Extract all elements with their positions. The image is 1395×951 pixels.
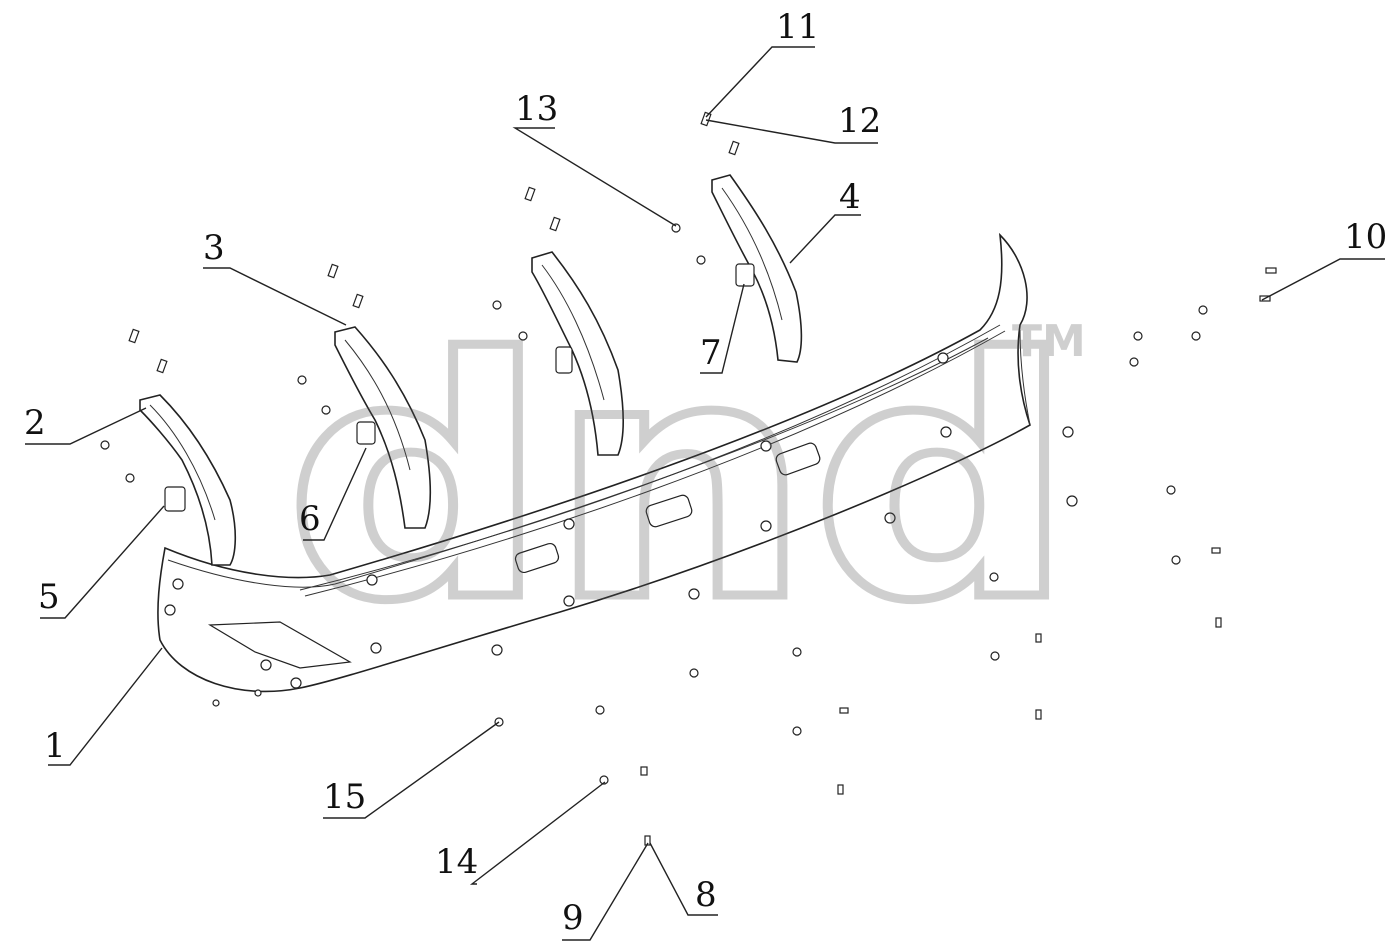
bumper-part (157, 232, 1078, 693)
callout-10: 10 (1344, 217, 1387, 257)
watermark-trademark: TM (1012, 316, 1086, 367)
callout-numbers: 1 2 3 4 5 6 7 8 9 10 11 12 13 14 15 (24, 7, 1387, 938)
callout-11: 11 (776, 7, 819, 47)
callout-8: 8 (695, 875, 717, 915)
bracket-parts (139, 174, 803, 566)
callout-3: 3 (203, 228, 225, 268)
callout-5: 5 (38, 577, 60, 617)
callout-6: 6 (299, 499, 321, 539)
watermark-text: dnd (285, 289, 1075, 673)
pad-parts (164, 263, 755, 512)
callout-1: 1 (44, 726, 66, 766)
callout-12: 12 (838, 101, 881, 141)
callout-14: 14 (435, 842, 478, 882)
leader-lines (25, 46, 1385, 941)
callout-13: 13 (515, 89, 558, 129)
callout-4: 4 (839, 177, 861, 217)
callout-9: 9 (562, 898, 584, 938)
callout-2: 2 (24, 403, 46, 443)
callout-7: 7 (700, 333, 722, 373)
watermark: dnd TM (281, 285, 1086, 678)
callout-15: 15 (323, 777, 366, 817)
